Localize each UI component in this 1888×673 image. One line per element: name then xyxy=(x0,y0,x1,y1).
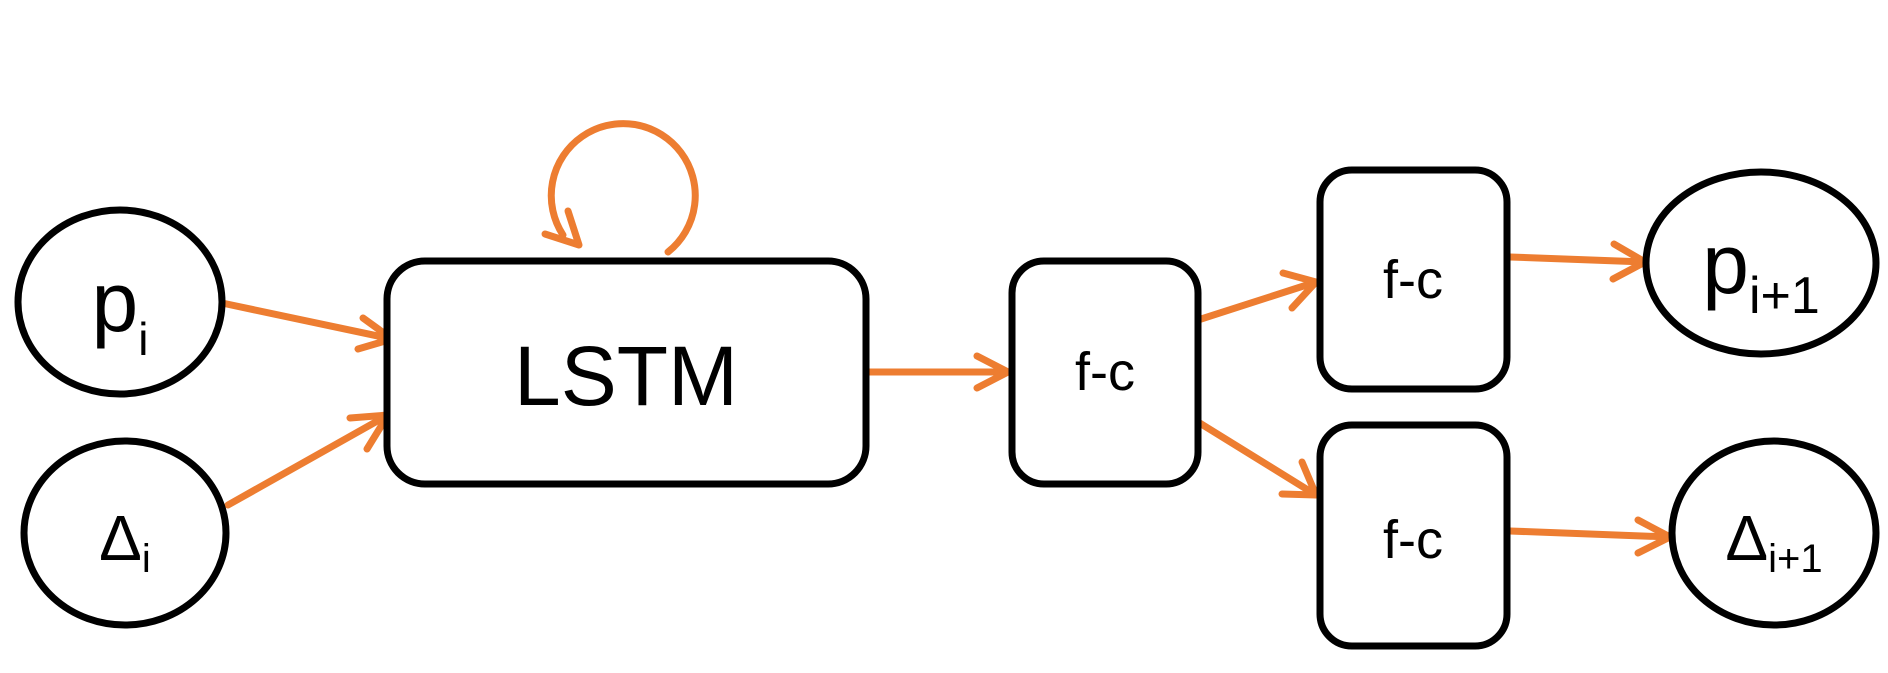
edge-fc-shared-to-fc-top xyxy=(1194,278,1320,324)
node-fc-top-label: f-c xyxy=(1383,250,1443,310)
node-p-i-subscript: i xyxy=(138,313,148,365)
edge-fc-shared-to-fc-bottom xyxy=(1194,418,1320,499)
edge-fc-bottom-to-delta-next xyxy=(1506,527,1674,541)
node-lstm-box xyxy=(383,257,870,488)
node-fc-top: f-c xyxy=(1316,166,1511,393)
node-delta-i-ellipse xyxy=(20,437,230,629)
node-delta-i: Δi xyxy=(20,437,230,629)
edge-fc-top-to-p-next xyxy=(1506,253,1649,266)
node-fc-shared: f-c xyxy=(1008,257,1202,488)
node-delta-next-ellipse xyxy=(1668,437,1880,629)
node-fc-bottom: f-c xyxy=(1316,421,1511,650)
edge-delta-i-to-lstm xyxy=(224,411,392,509)
node-delta-next-subscript: i+1 xyxy=(1768,537,1823,581)
node-p-i-main-label: p xyxy=(92,255,139,349)
node-p-next: pi+1 xyxy=(1642,168,1880,358)
node-p-i: pi xyxy=(14,206,226,398)
svg-text:pi: pi xyxy=(92,255,149,365)
node-delta-next-main-label: Δ xyxy=(1725,502,1768,574)
edge-lstm-to-fc-shared-arrowhead xyxy=(973,352,1012,392)
node-p-i-ellipse xyxy=(14,206,226,398)
edge-lstm-self-loop xyxy=(547,120,699,256)
edge-fc-shared-to-fc-top-arrowhead xyxy=(1279,269,1320,312)
node-delta-next: Δi+1 xyxy=(1668,437,1880,629)
edge-lstm-self-loop-arrowhead xyxy=(541,207,583,249)
edge-p-i-to-lstm xyxy=(218,299,396,343)
node-fc-shared-box xyxy=(1008,257,1202,488)
edge-fc-shared-to-fc-bottom-arrowhead xyxy=(1278,458,1320,499)
node-fc-top-box xyxy=(1316,166,1511,393)
node-fc-bottom-label: f-c xyxy=(1383,510,1443,570)
node-fc-bottom-box xyxy=(1316,421,1511,650)
svg-text:Δi+1: Δi+1 xyxy=(1725,502,1822,581)
node-lstm: LSTM xyxy=(383,257,870,488)
node-delta-i-subscript: i xyxy=(142,537,151,581)
node-p-next-subscript: i+1 xyxy=(1749,267,1820,325)
node-delta-i-main-label: Δ xyxy=(99,502,142,574)
node-fc-shared-label: f-c xyxy=(1075,342,1135,402)
svg-text:pi+1: pi+1 xyxy=(1702,217,1820,325)
node-lstm-label: LSTM xyxy=(514,329,738,423)
svg-text:Δi: Δi xyxy=(99,502,151,581)
node-p-next-main-label: p xyxy=(1702,217,1749,311)
node-p-next-ellipse xyxy=(1642,168,1880,358)
